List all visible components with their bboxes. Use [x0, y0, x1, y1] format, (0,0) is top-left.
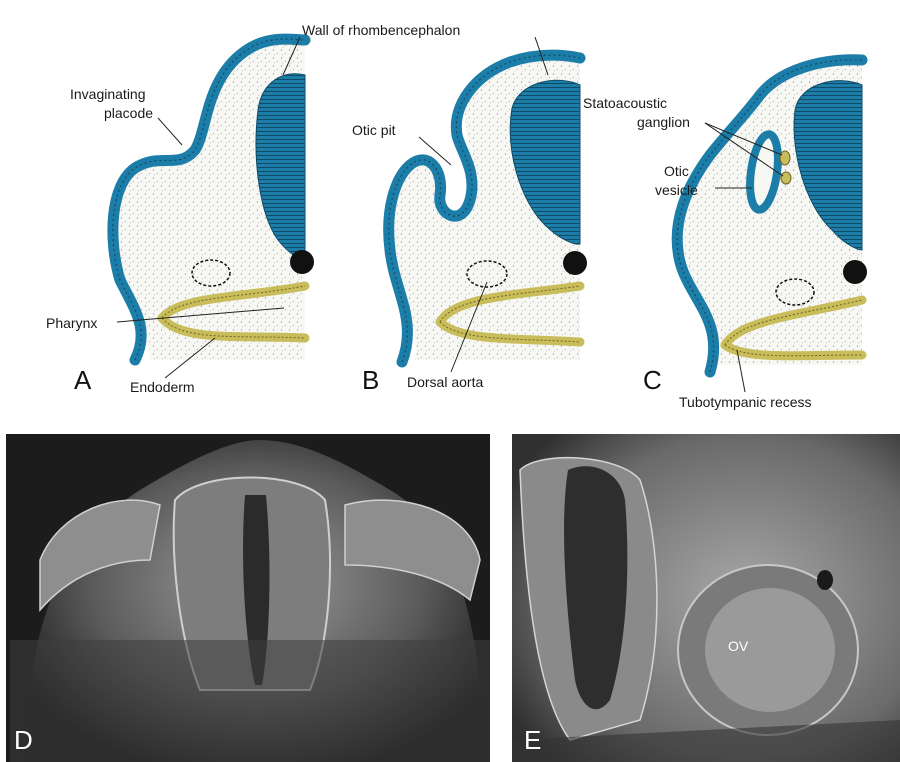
label-placode: placode: [104, 105, 153, 121]
panel-c-notochord: [843, 260, 867, 284]
panel-a-placode-leader: [158, 118, 182, 145]
panel-letter-d: D: [14, 726, 33, 754]
panel-a-notochord: [290, 250, 314, 274]
label-otic-pit: Otic pit: [352, 122, 396, 138]
panel-c: [677, 58, 867, 392]
panel-letter-a: A: [74, 366, 91, 394]
label-pharynx: Pharynx: [46, 315, 97, 331]
label-endoderm: Endoderm: [130, 379, 195, 395]
panel-letter-c: C: [643, 366, 662, 394]
label-invaginating: Invaginating: [70, 86, 146, 102]
label-ov: OV: [728, 638, 748, 654]
label-vesicle: vesicle: [655, 182, 698, 198]
panel-letter-e: E: [524, 726, 541, 754]
panel-b-notochord: [563, 251, 587, 275]
panel-e-photo: [512, 434, 900, 762]
label-statoacoustic: Statoacoustic: [583, 95, 667, 111]
label-tubotympanic-recess: Tubotympanic recess: [679, 394, 812, 410]
label-ganglion: ganglion: [637, 114, 690, 130]
label-otic: Otic: [664, 163, 689, 179]
label-wall-of-rhombencephalon: Wall of rhombencephalon: [302, 22, 460, 38]
label-dorsal-aorta: Dorsal aorta: [407, 374, 483, 390]
panel-letter-b: B: [362, 366, 379, 394]
panel-b: [389, 37, 587, 372]
panel-d-photo: [6, 434, 490, 762]
